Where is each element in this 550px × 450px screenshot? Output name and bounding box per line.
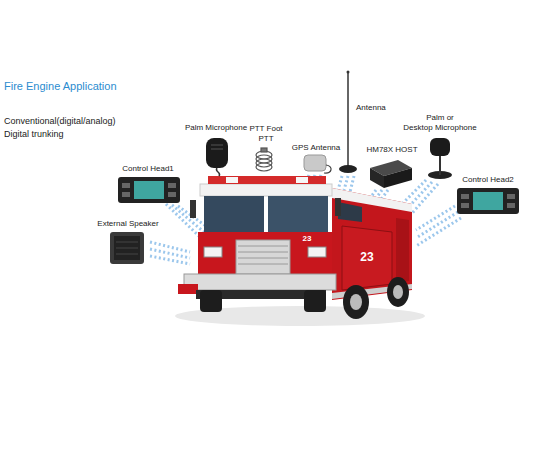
callout-label: HM78X HOST (366, 145, 417, 155)
control-head (118, 177, 180, 203)
control-head (457, 188, 519, 214)
callout-label: Antenna (356, 103, 386, 113)
external-speaker (110, 232, 144, 264)
callout-label: GPS Antenna (292, 143, 340, 153)
callout-label: Control Head1 (122, 164, 174, 174)
callout-label: PTT Foot PTT (244, 124, 288, 143)
truck-number: 23 (360, 250, 373, 264)
truck-number: 23 (303, 234, 312, 244)
callout-label: Palm or Desktop Microphone (403, 113, 477, 132)
title: Fire Engine Application (4, 80, 117, 93)
callout-label: Control Head2 (462, 175, 514, 185)
callout-label: Palm Microphone (185, 123, 247, 133)
ptt-cable (256, 148, 272, 171)
fire-engine (175, 176, 425, 326)
whip-antenna (339, 71, 357, 174)
note-text: Conventional(digital/analog) (4, 116, 116, 127)
note-text: Digital trunking (4, 129, 64, 140)
gps-antenna (304, 155, 331, 173)
callout-label: External Speaker (97, 219, 158, 229)
palm-microphone (206, 138, 228, 176)
desktop-microphone (428, 138, 452, 179)
host-unit (370, 160, 412, 188)
